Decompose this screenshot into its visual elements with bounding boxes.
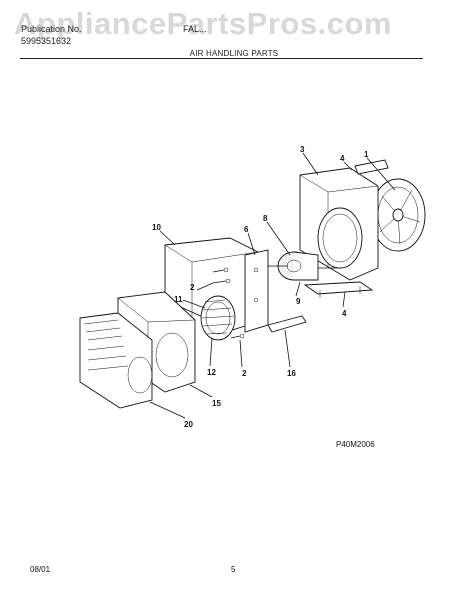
model-number: FAL... <box>183 24 207 34</box>
callout-1: 1 <box>364 150 369 159</box>
callout-2-upper: 2 <box>190 283 195 292</box>
bracket-drawing <box>303 159 389 298</box>
shroud-drawing <box>299 167 379 281</box>
callout-labels: 1 3 4 8 6 10 2 11 9 4 12 2 16 15 20 <box>152 145 369 429</box>
footer-page-number: 5 <box>231 565 236 574</box>
callout-4-top: 4 <box>340 154 345 163</box>
header-divider <box>20 58 423 59</box>
callout-2-lower: 2 <box>242 369 247 378</box>
fan-blade-drawing <box>370 178 426 252</box>
callout-9: 9 <box>296 297 301 306</box>
publication-number: 5995351632 <box>21 36 72 46</box>
leader-lines <box>149 152 396 419</box>
front-grille-drawing <box>79 312 153 409</box>
callout-6: 6 <box>244 225 249 234</box>
callout-8: 8 <box>263 214 268 223</box>
callout-11: 11 <box>174 295 183 304</box>
footer-date: 08/01 <box>30 565 51 574</box>
callout-16: 16 <box>287 369 296 378</box>
base-bracket-drawing <box>267 315 307 333</box>
callout-4-bottom: 4 <box>342 309 347 318</box>
watermark: AppliancePartsPros.com <box>14 6 392 41</box>
callout-20: 20 <box>184 420 193 429</box>
motor-mount-drawing <box>244 249 269 333</box>
callout-3: 3 <box>300 145 305 154</box>
screw-drawing <box>212 267 245 339</box>
callout-12: 12 <box>207 368 216 377</box>
publication-label: Publication No. <box>21 24 82 34</box>
section-title: AIR HANDLING PARTS <box>189 49 279 58</box>
blower-wheel-drawing <box>200 295 236 341</box>
callout-15: 15 <box>212 399 221 408</box>
motor-drawing <box>268 251 338 281</box>
diagram-code: P40M2006 <box>336 440 375 449</box>
callout-10: 10 <box>152 223 161 232</box>
